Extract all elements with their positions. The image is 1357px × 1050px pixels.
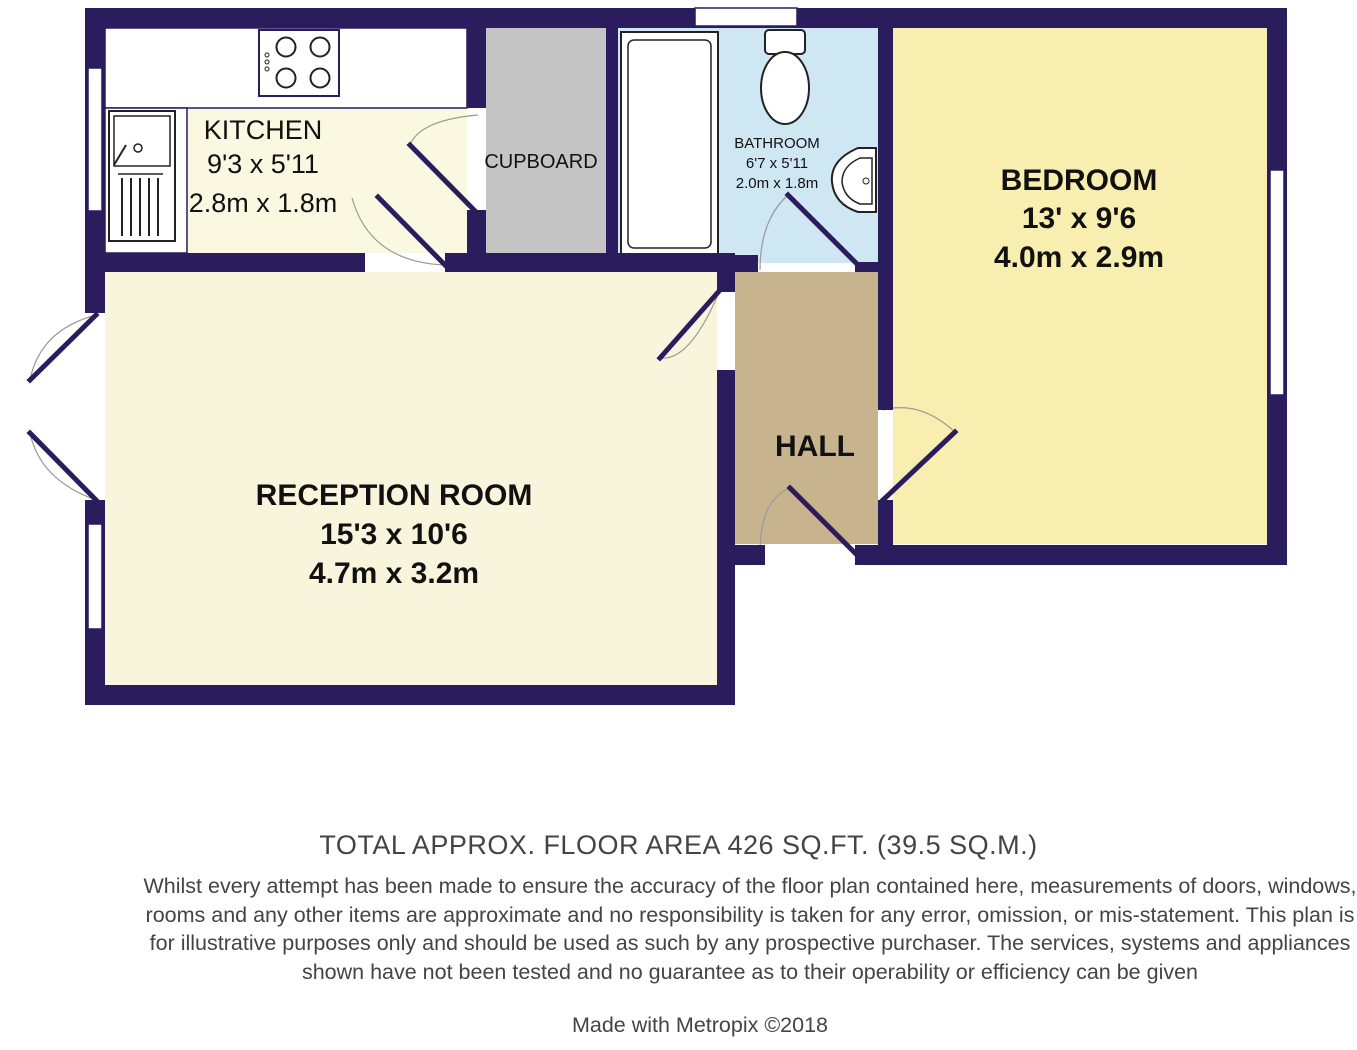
metropix-credit: Made with Metropix ©2018 — [571, 1013, 829, 1037]
sink-icon — [108, 110, 176, 242]
door-leaves — [26, 141, 959, 559]
reception-metric: 4.7m x 3.2m — [309, 557, 479, 590]
bathroom-label: BATHROOM 6'7 x 5'11 2.0m x 1.8m — [734, 135, 820, 192]
kitchen-label: KITCHEN 9'3 x 5'11 2.8m x 1.8m — [189, 115, 338, 218]
bedroom-window — [1269, 169, 1285, 396]
bedroom-imperial: 13' x 9'6 — [1022, 202, 1136, 235]
bathroom-name: BATHROOM — [734, 135, 820, 152]
basin-icon — [830, 147, 877, 213]
bedroom-label: BEDROOM 13' x 9'6 4.0m x 2.9m — [994, 164, 1164, 274]
bath-icon — [620, 31, 719, 256]
floor-plan: KITCHEN 9'3 x 5'11 2.8m x 1.8m CUPBOARD … — [26, 7, 1287, 705]
hob-icon — [258, 29, 340, 97]
toilet-icon — [760, 29, 810, 125]
kitchen-metric: 2.8m x 1.8m — [189, 188, 338, 218]
reception-imperial: 15'3 x 10'6 — [320, 518, 468, 551]
windows — [87, 7, 1285, 630]
bathroom-imperial: 6'7 x 5'11 — [746, 155, 808, 172]
cupboard-floor — [486, 28, 606, 253]
bedroom-floor — [893, 28, 1267, 544]
hall-floor — [735, 272, 878, 544]
bathroom-metric: 2.0m x 1.8m — [736, 175, 819, 192]
reception-window — [87, 523, 103, 630]
kitchen-window — [87, 67, 103, 212]
cupboard-name: CUPBOARD — [484, 151, 597, 173]
total-floor-area: TOTAL APPROX. FLOOR AREA 426 SQ.FT. (39.… — [319, 830, 1038, 860]
reception-name: RECEPTION ROOM — [256, 479, 533, 512]
disclaimer-text: Whilst every attempt has been made to en… — [143, 874, 1357, 984]
kitchen-imperial: 9'3 x 5'11 — [207, 149, 319, 179]
hall-name: HALL — [775, 430, 855, 463]
kitchen-name: KITCHEN — [204, 115, 323, 145]
reception-floor — [105, 272, 717, 685]
bathroom-window — [694, 7, 798, 27]
reception-label: RECEPTION ROOM 15'3 x 10'6 4.7m x 3.2m — [256, 479, 533, 590]
bedroom-name: BEDROOM — [1001, 164, 1158, 197]
bedroom-metric: 4.0m x 2.9m — [994, 241, 1164, 274]
